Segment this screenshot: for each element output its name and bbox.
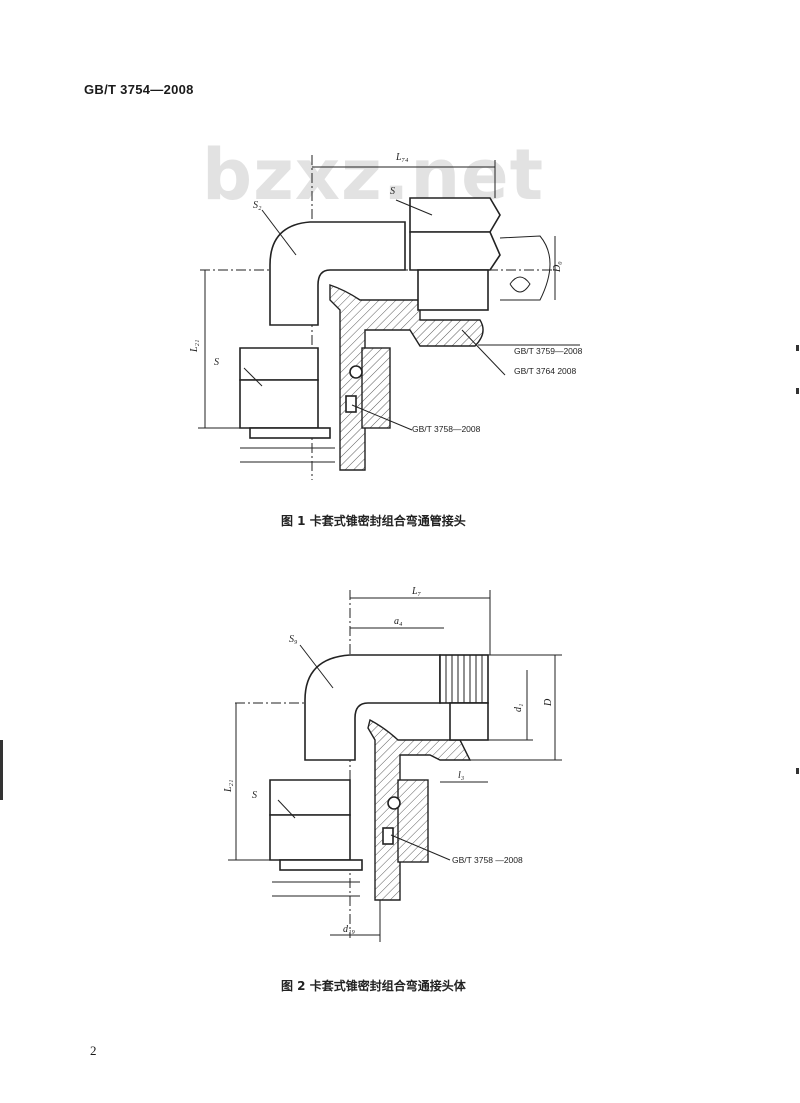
fig2-label-l3: l₃ xyxy=(458,770,465,781)
fig2-standard-1: GB/T 3758 —2008 xyxy=(452,855,523,865)
fig1-label-s-left: S xyxy=(214,357,219,368)
fig2-label-l21: L₂₁ xyxy=(223,779,234,793)
fig1-label-l21: L₂₁ xyxy=(189,339,200,353)
fig2-label-a4: a₄ xyxy=(394,616,403,627)
fig1-label-d0: D₀ xyxy=(552,261,563,273)
figure-2-caption: 图 2 卡套式锥密封组合弯通接头体 xyxy=(281,979,466,993)
figure-1-drawing xyxy=(198,155,580,480)
figure-1-caption: 图 1 卡套式锥密封组合弯通管接头 xyxy=(281,514,466,528)
fig1-standard-1: GB/T 3759—2008 xyxy=(514,346,583,356)
fig1-label-s-top: S xyxy=(390,186,395,197)
fig2-label-d: D xyxy=(543,698,554,707)
fig2-label-d1: d₁ xyxy=(513,704,524,712)
figure-2-drawing xyxy=(228,590,562,942)
scan-mark xyxy=(796,345,799,351)
standard-header: GB/T 3754—2008 xyxy=(84,82,194,97)
fig1-standard-2: GB/T 3764 2008 xyxy=(514,366,576,376)
fig1-standard-3: GB/T 3758—2008 xyxy=(412,424,481,434)
fig2-label-d19: d₁₉ xyxy=(343,924,355,935)
fig2-label-s: S xyxy=(252,790,257,801)
fig2-label-s9: S₉ xyxy=(289,634,298,645)
fig1-label-l: L₇₄ xyxy=(395,152,409,163)
scan-mark xyxy=(796,768,799,774)
fig1-label-s2: S₂ xyxy=(253,200,262,211)
page-number: 2 xyxy=(90,1043,97,1058)
scan-mark xyxy=(796,388,799,394)
fig2-label-l7: L₇ xyxy=(411,586,422,597)
scan-mark xyxy=(0,740,3,800)
